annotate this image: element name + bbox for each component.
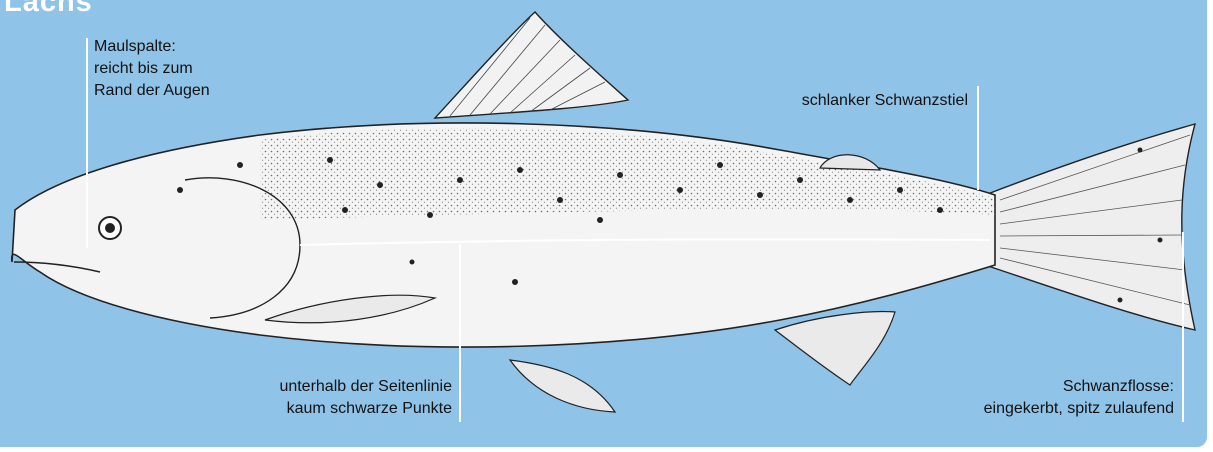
mouth-label: Maulspalte: reicht bis zum Rand der Auge… (94, 36, 210, 102)
tail-fin-label-line-1: Schwanzflosse: (900, 376, 1174, 398)
anal-fin (775, 312, 895, 385)
diagram-title: Lachs (4, 0, 93, 19)
mouth-label-line-3: Rand der Augen (94, 80, 210, 102)
pelvic-fin (510, 360, 615, 412)
tail-stalk-label: schlanker Schwanzstiel (720, 90, 968, 112)
tail-stalk-leader-line (977, 86, 979, 190)
tail-fin (985, 124, 1195, 330)
adipose-fin (820, 155, 880, 170)
lateral-line-leader-line (459, 244, 461, 422)
lateral-line-label-line-2: kaum schwarze Punkte (200, 398, 452, 420)
dorsal-fin (435, 12, 628, 118)
tail-stalk-label-text: schlanker Schwanzstiel (720, 90, 968, 112)
mouth-leader-line (86, 38, 88, 248)
tail-fin-label-line-2: eingekerbt, spitz zulaufend (900, 398, 1174, 420)
mouth-label-line-1: Maulspalte: (94, 36, 210, 58)
tail-fin-label: Schwanzflosse: eingekerbt, spitz zulaufe… (900, 376, 1174, 420)
lateral-line-label-line-1: unterhalb der Seitenlinie (200, 376, 452, 398)
tail-fin-leader-line (1182, 232, 1184, 422)
mouth-label-line-2: reicht bis zum (94, 58, 210, 80)
lateral-line-label: unterhalb der Seitenlinie kaum schwarze … (200, 376, 452, 420)
